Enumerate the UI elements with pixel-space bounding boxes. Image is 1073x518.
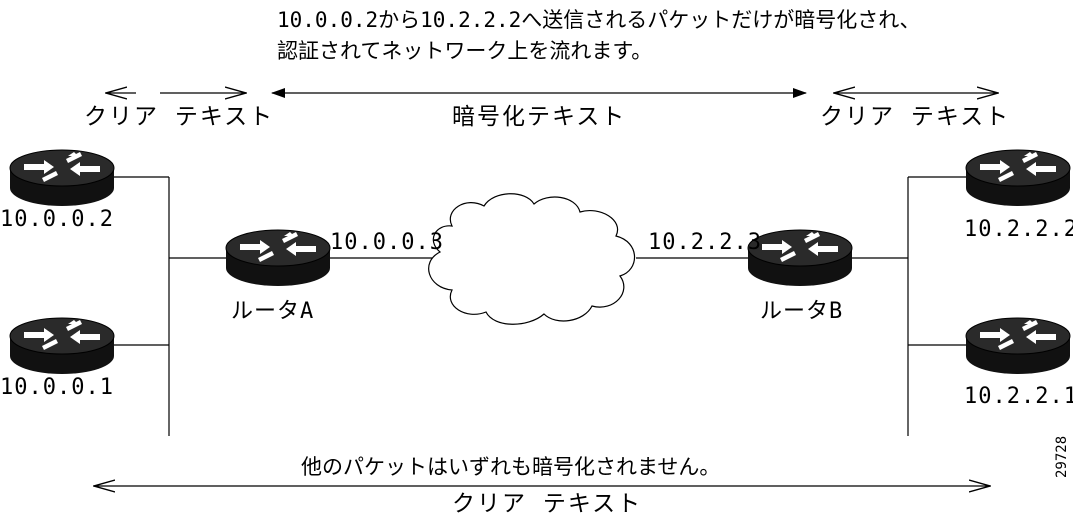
- network-cloud-icon: [428, 193, 636, 325]
- caption-line-1: 10.0.0.2から10.2.2.2へ送信されるパケットだけが暗号化され、: [277, 8, 921, 32]
- host-label-10-0-0-1: 10.0.0.1: [0, 375, 114, 400]
- host-label-10-2-2-2: 10.2.2.2: [964, 217, 1073, 242]
- router-a-name: ルータA: [231, 299, 314, 324]
- router-icon-router-b: [747, 229, 853, 287]
- bottom-note: 他のパケットはいずれも暗号化されません。: [301, 455, 720, 479]
- router-a-ip: 10.0.0.3: [330, 230, 444, 255]
- zone-label-bottom: クリア テキスト: [452, 491, 642, 517]
- router-icon-host-10-2-2-2: [965, 149, 1071, 207]
- host-label-10-0-0-2: 10.0.0.2: [0, 207, 114, 232]
- router-b-name: ルータB: [760, 299, 843, 324]
- router-b-ip: 10.2.2.3: [648, 230, 762, 255]
- zone-label-middle: 暗号化テキスト: [452, 104, 626, 130]
- router-icon-host-10-2-2-1: [965, 317, 1071, 375]
- router-icon-host-10-0-0-1: [9, 317, 115, 375]
- figure-id: 29728: [1054, 436, 1070, 478]
- zone-label-right: クリア テキスト: [820, 104, 1010, 130]
- host-label-10-2-2-1: 10.2.2.1: [964, 384, 1073, 409]
- zone-label-left: クリア テキスト: [84, 104, 274, 130]
- router-icon-host-10-0-0-2: [9, 149, 115, 207]
- caption-line-2: 認証されてネットワーク上を流れます。: [277, 39, 652, 63]
- router-icon-router-a: [225, 229, 331, 287]
